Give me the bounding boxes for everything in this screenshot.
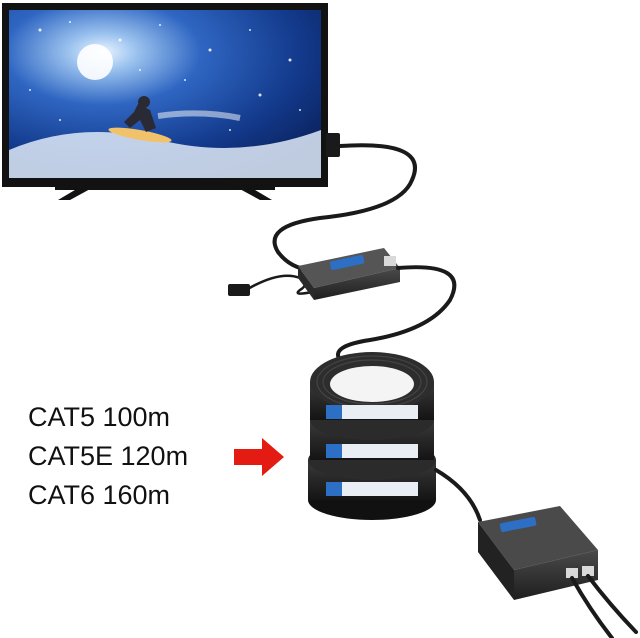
right-arrow-icon: [234, 438, 284, 476]
snow-slope: [9, 130, 321, 178]
coil-label-middle: [326, 444, 418, 458]
television: [2, 3, 328, 200]
spec-cat5: CAT5 100m: [28, 402, 171, 432]
coil-label-top: [326, 405, 418, 419]
receiver-box: [478, 506, 598, 600]
coil-label-bottom: [326, 482, 418, 496]
tv-stand-bar: [55, 185, 275, 190]
tv-foot-right: [238, 187, 272, 200]
spec-cat6: CAT6 160m: [28, 480, 171, 510]
ethernet-cable-top: [336, 265, 457, 362]
transmitter-box: [298, 248, 400, 300]
receiver-output-cables: [570, 574, 638, 638]
cable-coils: [308, 352, 436, 520]
screen-snow: [29, 21, 301, 131]
moon-glow: [77, 44, 113, 80]
ethernet-cable-bottom: [434, 468, 482, 522]
snowboarder: [108, 96, 241, 143]
hdmi-cable-tv: [272, 133, 417, 272]
tv-foot-left: [58, 187, 92, 200]
spec-cat5e: CAT5E 120m: [28, 441, 189, 471]
cable-length-specs: CAT5 100m CAT5E 120m CAT6 160m: [28, 398, 188, 515]
